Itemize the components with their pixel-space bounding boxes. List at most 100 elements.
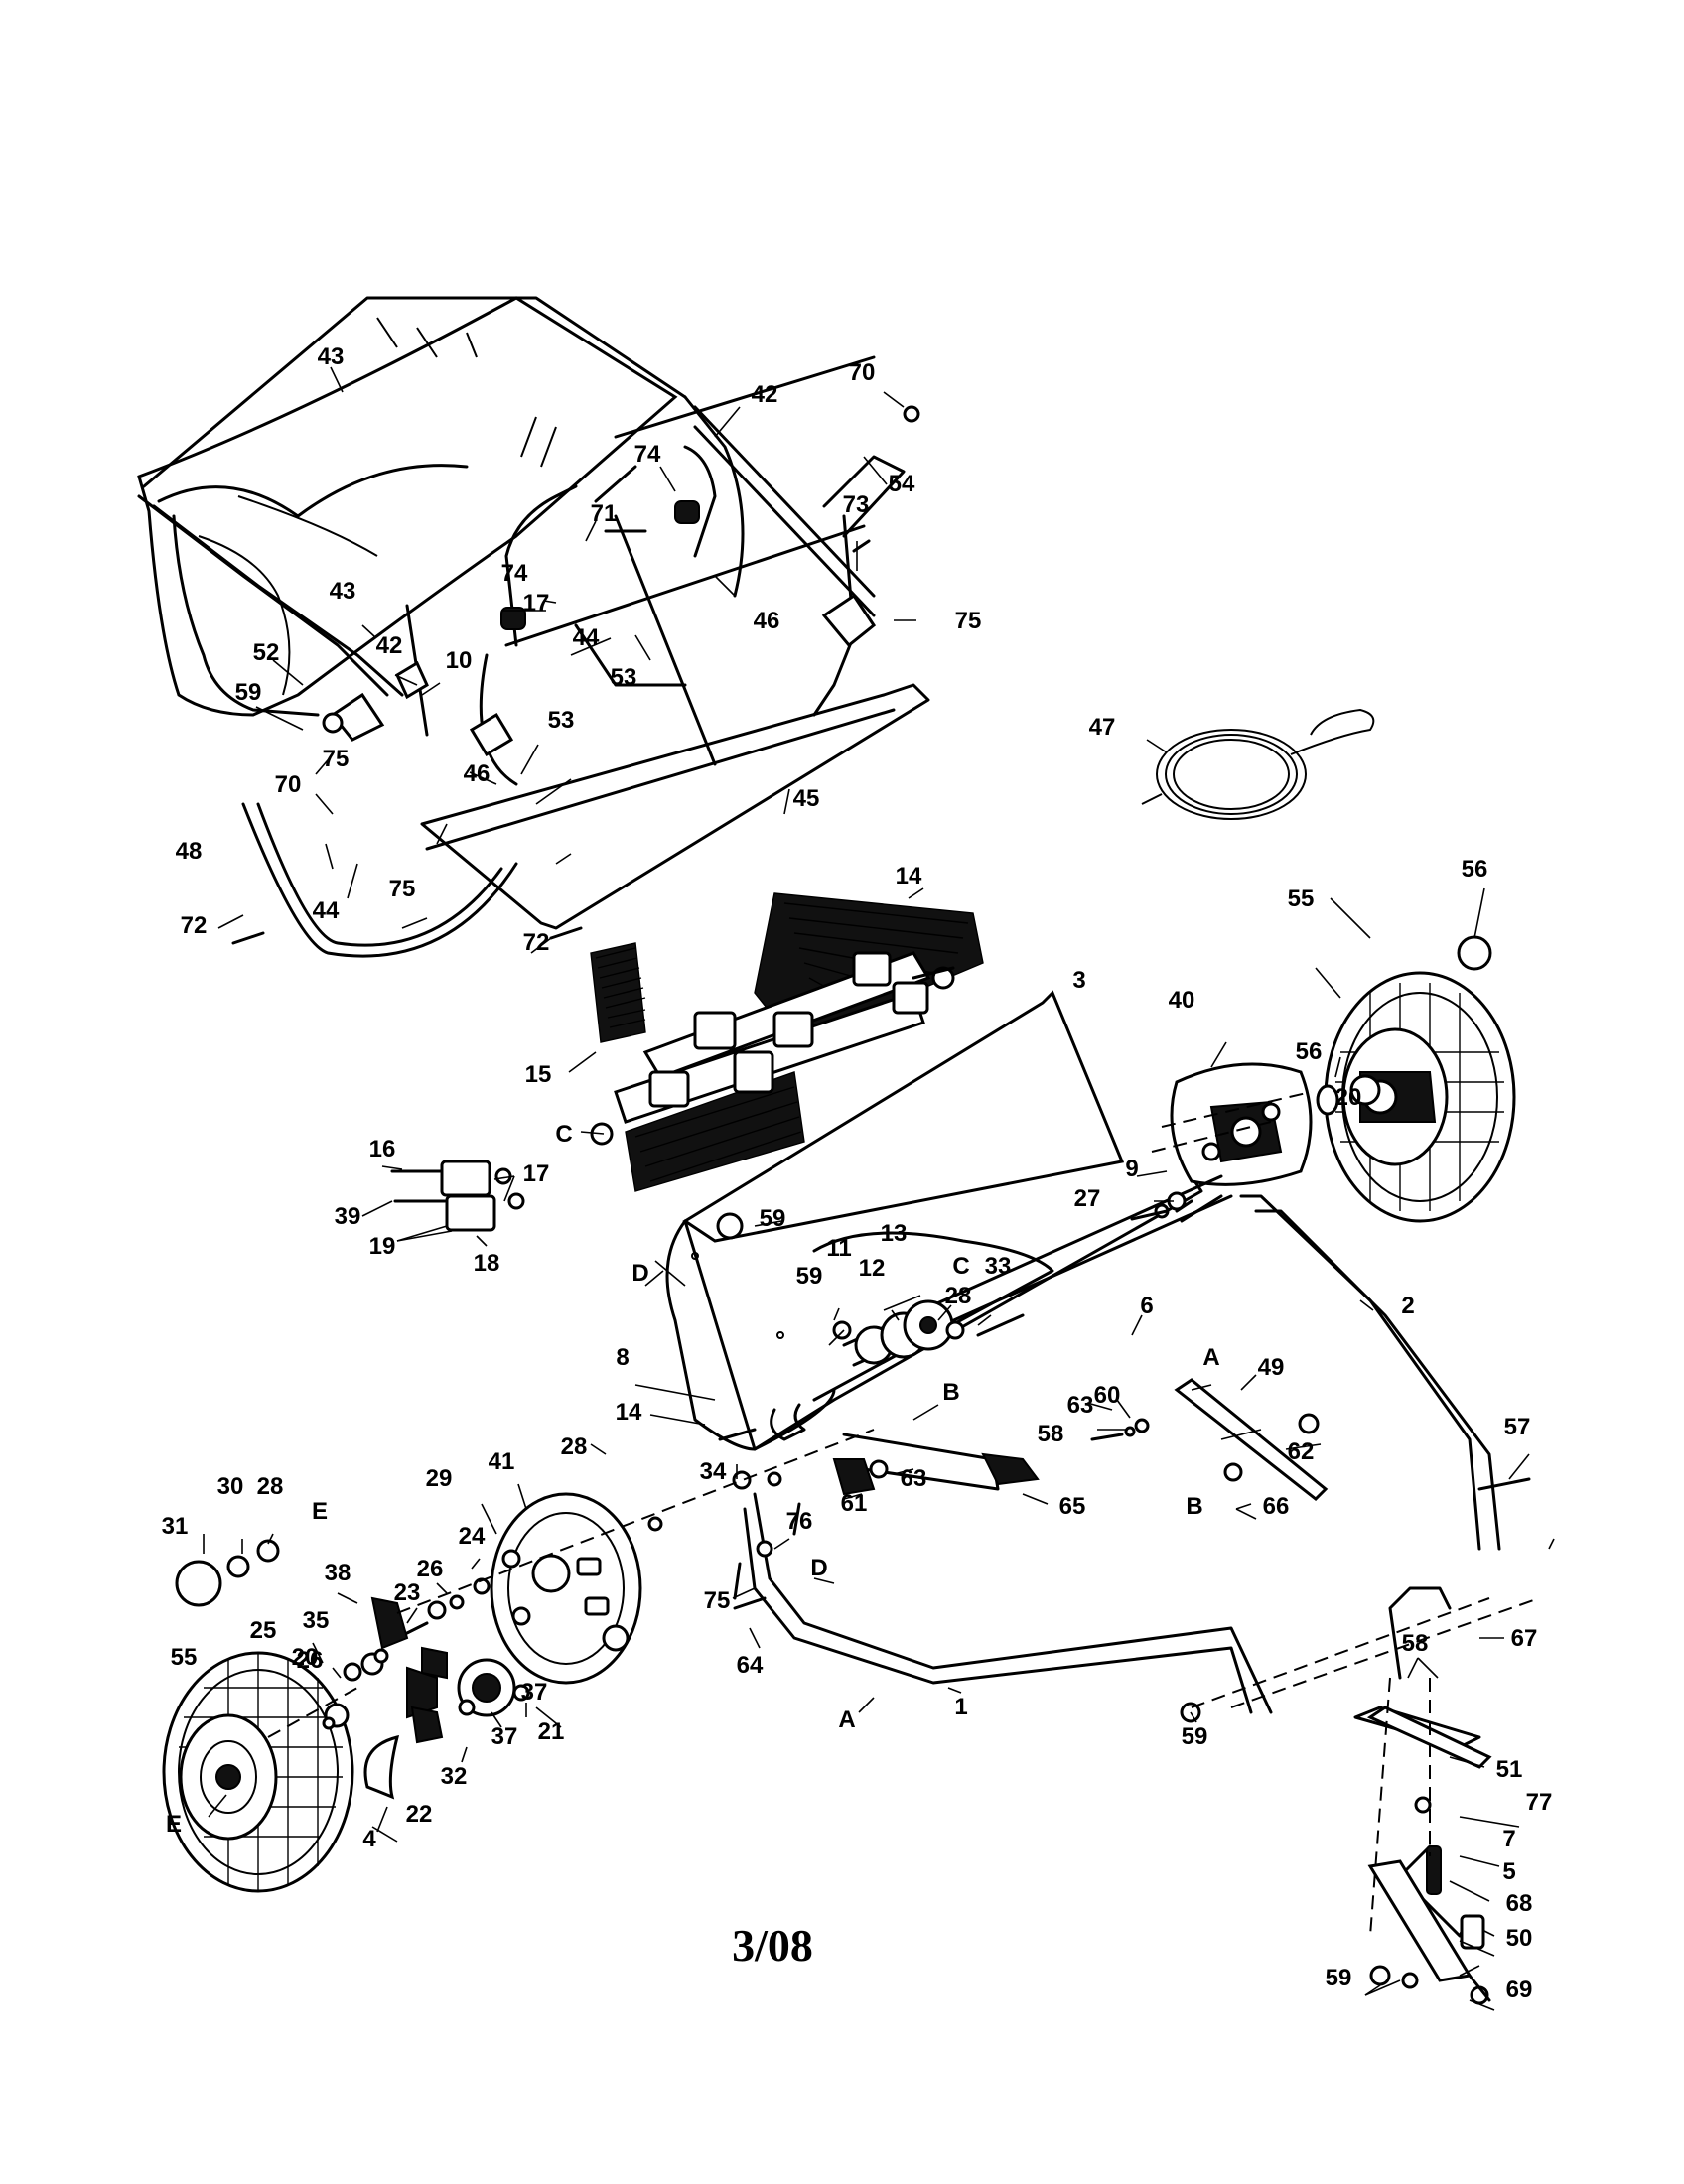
- callout-label: 59: [760, 1205, 786, 1232]
- callout-label: 29: [426, 1465, 453, 1492]
- callout-label: 62: [1288, 1438, 1315, 1465]
- callout-label: 7: [1502, 1826, 1515, 1852]
- callout-label: 59: [796, 1263, 823, 1290]
- callout-label: 26: [297, 1647, 324, 1674]
- callout-label: 68: [1506, 1890, 1533, 1917]
- callout-label: 53: [548, 707, 575, 734]
- callout-label: 41: [489, 1448, 515, 1475]
- right-wheel: [1316, 935, 1516, 1223]
- callout-label: 58: [1402, 1630, 1429, 1657]
- grass-catcher-bag: [137, 296, 687, 717]
- axle-and-handles: [718, 1174, 1531, 1723]
- callout-label: 32: [441, 1763, 468, 1790]
- callout-label: 28: [945, 1283, 972, 1309]
- callout-label: 6: [1140, 1293, 1153, 1319]
- brush-brackets: [390, 1160, 525, 1232]
- callout-label: 8: [616, 1344, 629, 1371]
- callout-label: 23: [394, 1579, 421, 1606]
- callout-label: 28: [561, 1433, 588, 1460]
- callout-label: 34: [700, 1458, 727, 1485]
- callout-label: A: [1202, 1344, 1219, 1371]
- callout-label: 75: [389, 876, 416, 902]
- callout-label: 61: [841, 1490, 868, 1517]
- callout-label: 56: [1296, 1038, 1323, 1065]
- callout-label: 18: [474, 1250, 500, 1277]
- callout-label: 43: [318, 343, 345, 370]
- callout-label: 35: [303, 1607, 330, 1634]
- callout-label: 20: [292, 1644, 319, 1671]
- callout-label: 60: [1094, 1382, 1121, 1409]
- callout-label: 28: [257, 1473, 284, 1500]
- callout-label: 47: [1089, 714, 1116, 741]
- callout-label: 10: [446, 647, 473, 674]
- left-drive-gear-assembly: [175, 1492, 663, 1800]
- callout-label: 22: [406, 1801, 433, 1828]
- callout-label: 46: [464, 760, 491, 787]
- callout-label: 49: [1258, 1354, 1285, 1381]
- callout-label: 42: [752, 381, 778, 408]
- callout-label: 70: [275, 771, 302, 798]
- callout-label: B: [942, 1379, 959, 1406]
- brush-assembly: [590, 892, 984, 1192]
- callout-label: 55: [1288, 886, 1315, 912]
- right-drive-plate: [1170, 1062, 1313, 1186]
- callout-label: 55: [171, 1644, 198, 1671]
- callout-label: 24: [459, 1523, 486, 1550]
- callout-label: 63: [901, 1465, 927, 1492]
- callout-leaders: [203, 366, 1555, 2011]
- callout-label: E: [166, 1811, 182, 1838]
- callout-label: 70: [849, 359, 876, 386]
- callout-label: 30: [217, 1473, 244, 1500]
- callout-label: 54: [889, 471, 915, 497]
- callout-label: 14: [896, 863, 922, 889]
- drive-hub: [832, 1299, 1025, 1365]
- callout-label: 53: [611, 664, 637, 691]
- callout-label: B: [1186, 1493, 1202, 1520]
- callout-label: 17: [523, 590, 550, 616]
- callout-label: 14: [616, 1399, 642, 1426]
- callout-label: 57: [1504, 1414, 1531, 1440]
- callout-label: 77: [1526, 1789, 1553, 1816]
- callout-label: 64: [737, 1652, 764, 1679]
- callout-label: 73: [843, 491, 870, 518]
- callout-label: 66: [1263, 1493, 1290, 1520]
- callout-label: 75: [955, 608, 982, 634]
- callout-label: 58: [1038, 1421, 1064, 1447]
- callout-label: 39: [335, 1203, 361, 1230]
- callout-label: 17: [523, 1160, 550, 1187]
- callout-label: 26: [417, 1556, 444, 1582]
- callout-label: 2: [1401, 1293, 1414, 1319]
- callout-label: C: [952, 1253, 969, 1280]
- bag-frame: [137, 355, 930, 958]
- tow-cable: [1141, 708, 1375, 820]
- callout-label: 59: [1326, 1965, 1352, 1991]
- callout-label: 19: [369, 1233, 396, 1260]
- callout-label: 43: [330, 578, 356, 605]
- callout-label: 56: [1462, 856, 1488, 883]
- callout-label: 67: [1511, 1625, 1538, 1652]
- callout-label: 5: [1502, 1858, 1515, 1885]
- callout-label: 76: [786, 1508, 813, 1535]
- callout-label: 15: [525, 1061, 552, 1088]
- callout-label: 3: [1072, 967, 1085, 994]
- callout-label: 75: [323, 746, 350, 772]
- callout-label: 40: [1169, 987, 1195, 1014]
- callout-label: D: [810, 1555, 827, 1581]
- callout-label: 25: [250, 1617, 277, 1644]
- callout-label: 74: [634, 441, 661, 468]
- callout-label: 11: [826, 1235, 851, 1262]
- left-wheel: [162, 1651, 354, 1893]
- callout-label: 38: [325, 1560, 351, 1586]
- revision-date: 3/08: [732, 1920, 813, 1971]
- callout-labels: 43 42 70 54 74 71 73 75 46 43 74 17 44 1…: [162, 343, 1553, 2003]
- callout-label: 44: [313, 897, 340, 924]
- callout-label: 74: [501, 560, 528, 587]
- callout-label: 69: [1506, 1977, 1533, 2003]
- callout-label: 33: [985, 1253, 1012, 1280]
- callout-label: C: [555, 1121, 572, 1148]
- callout-label: 42: [376, 632, 403, 659]
- callout-label: 16: [369, 1136, 396, 1162]
- callout-label: 21: [538, 1718, 565, 1745]
- callout-label: 59: [235, 679, 262, 706]
